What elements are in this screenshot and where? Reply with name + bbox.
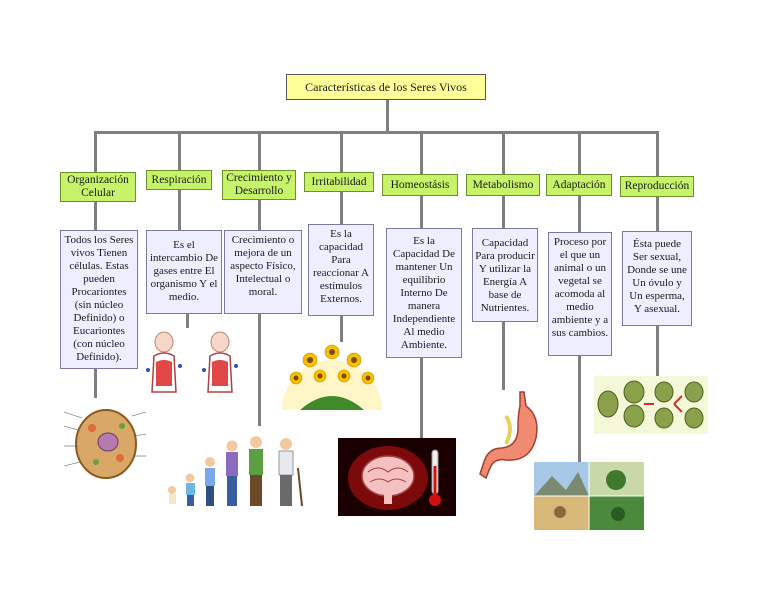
heading-irritabilidad: Irritabilidad [304, 172, 374, 192]
connector-head-desc-1 [94, 200, 97, 230]
heading-adaptacion: Adaptación [546, 174, 612, 196]
connector-desc-pic-6 [502, 322, 505, 390]
heading-crecimiento: Crecimiento y Desarrollo [222, 170, 296, 200]
connector-branch-7 [578, 131, 581, 175]
landscape-illustration [534, 462, 644, 530]
connector-branch-6 [502, 131, 505, 175]
description-metabolismo-text: Capacidad Para producir Y utilizar la En… [475, 237, 535, 314]
connector-desc-pic-3 [258, 314, 261, 426]
stomach-illustration [479, 391, 538, 480]
connector-head-desc-4 [340, 192, 343, 224]
description-adaptacion: Proceso por el que un animal o un vegeta… [548, 232, 612, 356]
connector-branch-3 [258, 131, 261, 171]
connector-root-down [386, 100, 389, 132]
description-organizacion-text: Todos los Seres vivos Tienen células. Es… [64, 234, 134, 363]
connector-desc-pic-8 [656, 326, 659, 376]
connector-head-desc-7 [578, 196, 581, 232]
connector-desc-pic-1 [94, 368, 97, 398]
connector-desc-pic-5 [420, 358, 423, 440]
cell-division-illustration [594, 376, 708, 434]
connector-desc-pic-2 [186, 314, 189, 328]
sunflower-illustration [282, 344, 382, 410]
description-reproduccion: Ésta puede Ser sexual, Donde se une Un ó… [622, 231, 692, 326]
connector-head-desc-6 [502, 196, 505, 228]
heading-reproduccion: Reproducción [620, 176, 694, 197]
cell-illustration [63, 409, 147, 479]
connector-desc-pic-4 [340, 316, 343, 342]
description-homeostasis: Es la Capacidad De mantener Un equilibri… [386, 228, 462, 358]
description-crecimiento-text: Crecimiento o mejora de un aspecto Físic… [230, 234, 296, 298]
description-adaptacion-text: Proceso por el que un animal o un vegeta… [551, 236, 609, 339]
connector-branch-1 [94, 131, 97, 173]
heading-respiracion: Respiración [146, 170, 212, 190]
description-irritabilidad: Es la capacidad Para reaccionar A estímu… [308, 224, 374, 316]
connector-desc-pic-7 [578, 356, 581, 462]
description-organizacion: Todos los Seres vivos Tienen células. Es… [60, 230, 138, 369]
heading-metabolismo: Metabolismo [466, 174, 540, 196]
lungs-illustration [146, 331, 238, 393]
heading-homeostasis: Homeostásis [382, 174, 458, 196]
connector-branch-5 [420, 131, 423, 175]
description-reproduccion-text: Ésta puede Ser sexual, Donde se une Un ó… [627, 238, 687, 315]
connector-horizontal-bar [94, 131, 658, 134]
connector-head-desc-3 [258, 200, 261, 230]
diagram-title: Características de los Seres Vivos [286, 74, 486, 100]
connector-branch-4 [340, 131, 343, 173]
description-respiracion-text: Es el intercambio De gases entre El orga… [149, 239, 219, 303]
description-crecimiento: Crecimiento o mejora de un aspecto Físic… [224, 230, 302, 314]
description-homeostasis-text: Es la Capacidad De mantener Un equilibri… [392, 235, 456, 351]
connector-head-desc-8 [656, 197, 659, 231]
heading-organizacion: Organización Celular [60, 172, 136, 202]
connector-branch-2 [178, 131, 181, 171]
connector-branch-8 [656, 131, 659, 177]
human-growth-illustration [168, 436, 303, 507]
connector-head-desc-2 [178, 190, 181, 230]
brain-thermometer-illustration [338, 438, 456, 516]
description-metabolismo: Capacidad Para producir Y utilizar la En… [472, 228, 538, 322]
connector-head-desc-5 [420, 196, 423, 228]
description-irritabilidad-text: Es la capacidad Para reaccionar A estímu… [313, 228, 369, 305]
description-respiracion: Es el intercambio De gases entre El orga… [146, 230, 222, 314]
